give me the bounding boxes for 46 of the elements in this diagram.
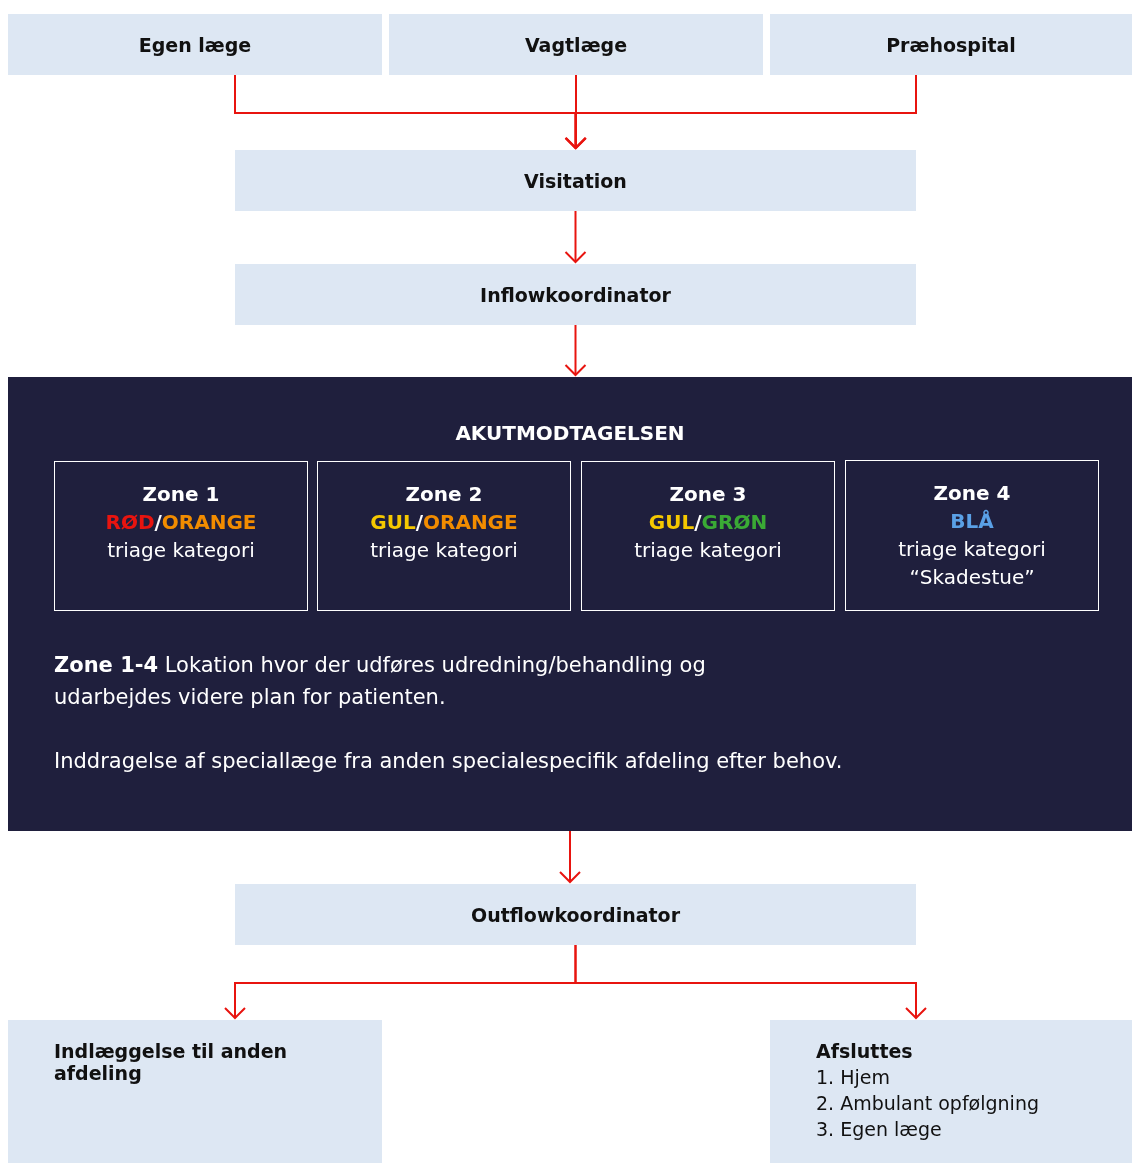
outcome-box xyxy=(8,1020,382,1163)
outcome-box xyxy=(770,1020,1132,1163)
process-box xyxy=(8,14,382,75)
box-heading: Afsluttes xyxy=(816,1040,913,1062)
process-box xyxy=(770,14,1132,75)
description-text: Zone 1-4 Lokation hvor der udføres udredning/behandling og udarbejdes videre plan for patienten. xyxy=(54,652,707,711)
process-box xyxy=(235,150,916,211)
arrow xyxy=(559,830,581,883)
zone-box xyxy=(317,461,571,611)
zone-heading: Zone 2 xyxy=(405,481,483,508)
box-heading: Indlæggelse til anden afdeling xyxy=(54,1040,289,1084)
box-label: Vagtlæge xyxy=(524,33,628,56)
zone-box xyxy=(581,461,835,611)
box-label: Egen læge xyxy=(138,33,252,56)
box-label: Outflowkoordinator xyxy=(471,903,680,926)
zone-text: triage kategori xyxy=(370,537,518,564)
box-label: Præhospital xyxy=(886,33,1016,56)
zone-heading: Zone 1 xyxy=(142,481,220,508)
list-item: 1. Hjem xyxy=(816,1066,890,1088)
arrow xyxy=(564,210,587,263)
box-label: Inflowkoordinator xyxy=(480,283,671,306)
zone-text: triage kategori xyxy=(898,536,1046,563)
triage-colors: GUL/GRØN xyxy=(648,509,768,536)
zone-text: “Skadestue” xyxy=(909,564,1035,591)
triage-colors: BLÅ xyxy=(950,508,994,535)
zone-heading: Zone 3 xyxy=(669,481,747,508)
triage-colors: RØD/ORANGE xyxy=(105,509,257,536)
process-box xyxy=(235,884,916,945)
box-label: Visitation xyxy=(524,169,627,192)
arrow xyxy=(564,324,587,376)
description-text: Inddragelse af speciallæge fra anden specialespecifik afdeling efter behov. xyxy=(54,748,844,775)
zone-heading: Zone 4 xyxy=(933,480,1011,507)
department-panel xyxy=(8,377,1132,831)
list-item: 3. Egen læge xyxy=(816,1118,942,1140)
arrow xyxy=(564,74,917,149)
arrow xyxy=(565,74,587,149)
process-box xyxy=(235,264,916,325)
triage-colors: GUL/ORANGE xyxy=(370,509,518,536)
zone-box xyxy=(54,461,308,611)
panel-heading: AKUTMODTAGELSEN xyxy=(454,421,686,445)
process-box xyxy=(389,14,763,75)
zone-text: triage kategori xyxy=(107,537,255,564)
arrow xyxy=(574,944,927,1019)
zone-box xyxy=(845,460,1099,611)
list-item: 2. Ambulant opfølgning xyxy=(816,1092,1039,1114)
zone-text: triage kategori xyxy=(634,537,782,564)
